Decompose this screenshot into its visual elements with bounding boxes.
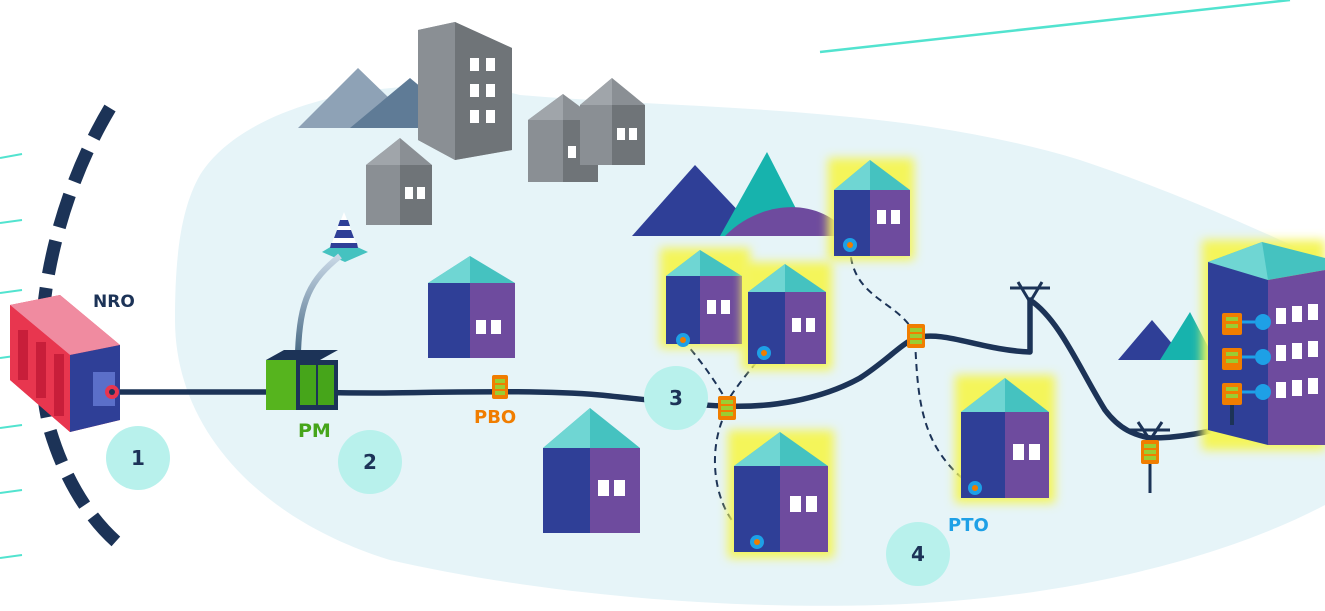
- apartment-building: [1202, 240, 1325, 450]
- pm-cone-link: [295, 253, 342, 353]
- house-plain-1: [428, 256, 515, 358]
- step-badge-2: 2: [338, 430, 402, 494]
- step-badge-4: 4: [886, 522, 950, 586]
- main-fiber-cable: [115, 297, 1233, 441]
- house-glow-top: [828, 158, 914, 260]
- gray-tower-building: [418, 22, 512, 160]
- pm-cabinet: [266, 350, 338, 410]
- house-glow-mid-left: [660, 248, 750, 348]
- pm-label: PM: [298, 420, 331, 442]
- cone-icon: [322, 212, 368, 262]
- pbo-box-icon: [718, 396, 736, 420]
- step-badge-1: 1: [106, 426, 170, 490]
- colored-mountains: [632, 152, 850, 236]
- building-outlet-links: [1242, 320, 1255, 394]
- pbo-label: PBO: [474, 407, 517, 428]
- nro-label: NRO: [93, 292, 135, 312]
- right-mountains: [1118, 312, 1215, 360]
- pbo-box-icon: [492, 375, 508, 399]
- house-glow-mid-right: [742, 262, 832, 370]
- house-plain-2: [543, 408, 640, 533]
- house-glow-bottom: [728, 430, 834, 558]
- pbo-box-icon: [907, 324, 925, 348]
- nro-building: [10, 295, 120, 432]
- accent-line: [819, 0, 1291, 54]
- pbo-box-icon: [1141, 440, 1159, 464]
- house-glow-right: [955, 375, 1055, 503]
- building-pbo-boxes: [1222, 313, 1242, 425]
- pto-label: PTO: [948, 515, 989, 536]
- pylon-top: [1010, 281, 1050, 352]
- step-badge-3: 3: [644, 366, 708, 430]
- gray-house-3: [580, 78, 645, 165]
- gray-house-1: [366, 138, 432, 225]
- pto-outlet-core: [680, 242, 978, 545]
